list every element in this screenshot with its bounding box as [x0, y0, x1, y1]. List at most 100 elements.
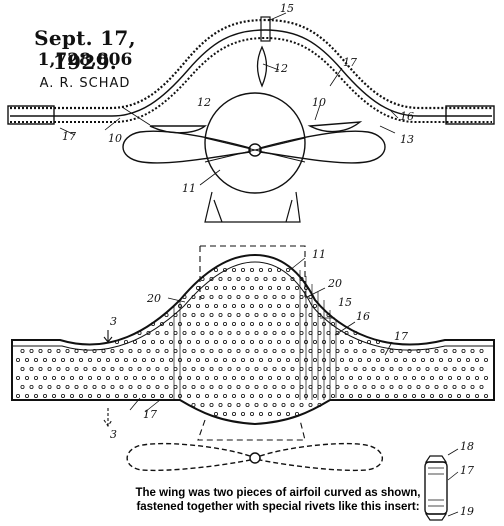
rivet-dot: [249, 375, 254, 380]
rivet-dot: [429, 375, 434, 380]
rivet-dot: [213, 285, 218, 290]
rivet-dot: [321, 393, 326, 398]
rivet-dot: [420, 375, 425, 380]
rivet-dot: [191, 384, 196, 389]
rivet-dot: [182, 348, 187, 353]
rivet-dot: [434, 366, 439, 371]
rivet-dot: [483, 393, 488, 398]
rivet-dot: [110, 384, 115, 389]
rivet-dot: [281, 276, 286, 281]
rivet-dot: [263, 330, 268, 335]
rivet-dot: [231, 393, 236, 398]
left-wing-tip: [7, 105, 55, 125]
rivet-dot: [303, 393, 308, 398]
rivet-dot: [245, 312, 250, 317]
rivet-dot: [24, 393, 29, 398]
rivet-dot: [132, 339, 137, 344]
rivet-dot: [209, 294, 214, 299]
rivet-dot: [218, 384, 223, 389]
rivet-dot: [164, 312, 169, 317]
rivet-dot: [204, 285, 209, 290]
rivet-dot: [384, 393, 389, 398]
rivet-dot: [70, 393, 75, 398]
rivet-dot: [470, 384, 475, 389]
rivet-dot: [47, 348, 52, 353]
rivet-dot: [344, 366, 349, 371]
rivet-dot: [20, 384, 25, 389]
rivet-dot: [88, 357, 93, 362]
rivet-dot: [222, 411, 227, 416]
rivet-dot: [245, 384, 250, 389]
rivet-dot: [393, 357, 398, 362]
rivet-dot: [173, 348, 178, 353]
rivet-dot: [47, 366, 52, 371]
rivet-dot: [137, 384, 142, 389]
rivet-pattern: [15, 267, 488, 416]
rivet-dot: [348, 375, 353, 380]
rivet-dot: [276, 357, 281, 362]
rivet-dot: [249, 339, 254, 344]
rivet-dot: [335, 330, 340, 335]
rivet-dot: [353, 330, 358, 335]
rivet-dot: [263, 384, 268, 389]
rivet-dot: [254, 348, 259, 353]
rivet-dot: [249, 267, 254, 272]
ref-10-right: 10: [312, 96, 326, 109]
rivet-dot: [411, 357, 416, 362]
rivet-dot: [65, 366, 70, 371]
center-joint: [260, 16, 271, 42]
rivet-dot: [115, 357, 120, 362]
rivet-dot: [173, 312, 178, 317]
rivet-dot: [447, 357, 452, 362]
rivet-dot: [150, 339, 155, 344]
rivet-dot: [371, 384, 376, 389]
rivet-dot: [155, 384, 160, 389]
rivet-dot: [267, 267, 272, 272]
rivet-dot: [222, 267, 227, 272]
ref-16-top: 16: [400, 110, 414, 123]
rivet-dot: [290, 330, 295, 335]
rivet-dot: [267, 393, 272, 398]
rivet-dot: [299, 366, 304, 371]
rivet-dot: [240, 393, 245, 398]
rivet-dot: [137, 366, 142, 371]
rivet-dot: [398, 348, 403, 353]
rivet-dot: [263, 402, 268, 407]
rivet-dot: [402, 375, 407, 380]
rivet-dot: [258, 393, 263, 398]
rivet-dot: [200, 294, 205, 299]
rivet-dot: [101, 348, 106, 353]
rivet-dot: [285, 267, 290, 272]
fuselage-cowling: [204, 92, 306, 194]
rivet-dot: [398, 384, 403, 389]
rivet-dot: [92, 384, 97, 389]
rivet-dot: [124, 357, 129, 362]
rivet-dot: [276, 411, 281, 416]
rivet-dot: [371, 348, 376, 353]
rivet-dot: [290, 366, 295, 371]
rivet-dot: [240, 285, 245, 290]
rivet-dot: [159, 339, 164, 344]
rivet-dot: [425, 348, 430, 353]
rivet-dot: [218, 366, 223, 371]
rivet-dot: [236, 276, 241, 281]
rivet-dot: [173, 384, 178, 389]
rivet-dot: [344, 348, 349, 353]
plan-propeller-left-blade: [126, 442, 251, 472]
rivet-dot: [339, 393, 344, 398]
rivet-dot: [61, 375, 66, 380]
ref-17-left: 17: [62, 130, 76, 143]
rivet-dot: [263, 276, 268, 281]
rivet-dot: [186, 321, 191, 326]
rivet-dot: [182, 384, 187, 389]
rivet-dot: [191, 330, 196, 335]
rivet-dot: [402, 357, 407, 362]
rivet-dot: [231, 375, 236, 380]
rivet-dot: [290, 276, 295, 281]
rivet-dot: [182, 366, 187, 371]
ref-11-top: 11: [182, 182, 196, 195]
rivet-dot: [438, 357, 443, 362]
ref-12-left: 12: [197, 96, 211, 109]
rivet-dot: [312, 375, 317, 380]
rivet-dot: [375, 357, 380, 362]
